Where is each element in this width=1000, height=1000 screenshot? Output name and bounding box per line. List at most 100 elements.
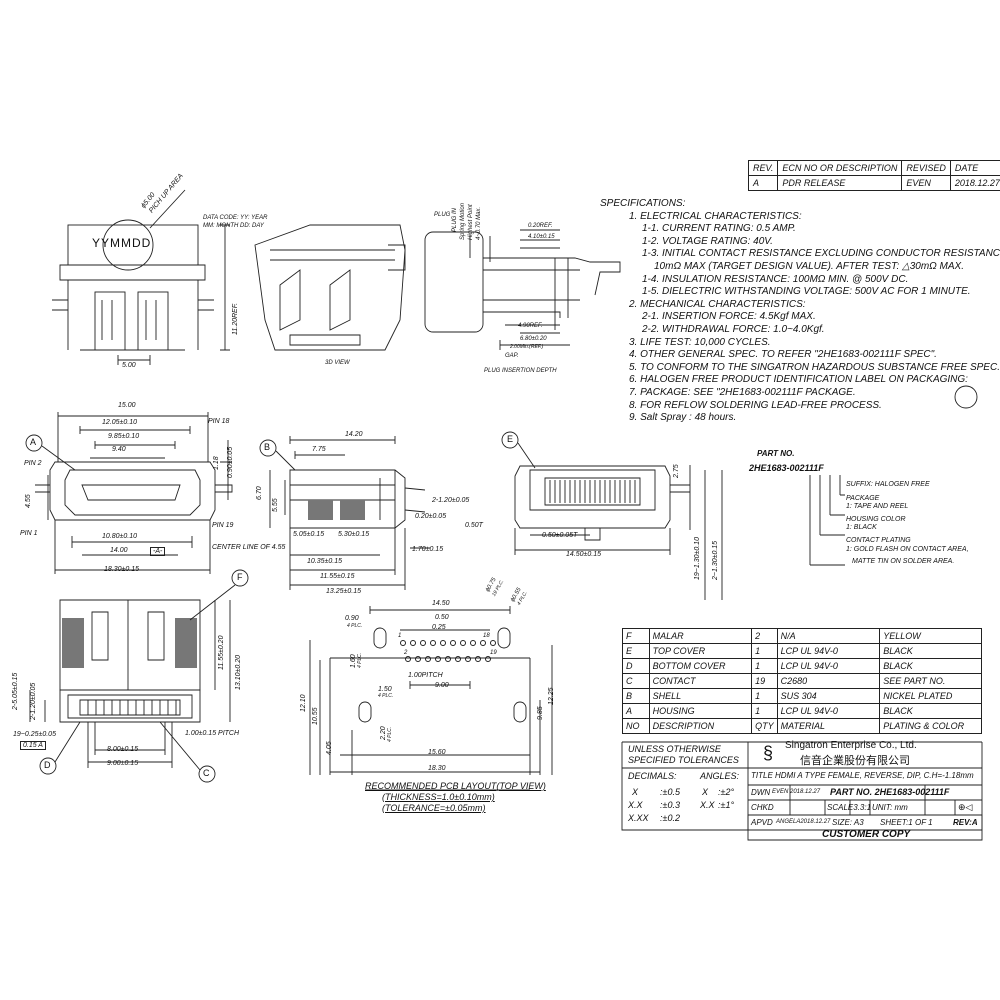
bom-cell: BLACK <box>879 658 982 674</box>
tb-ang-xx-value: :±1° <box>718 800 735 810</box>
pcb-layout-tolerance: (TOLERANCE=±0.05mm) <box>382 803 486 813</box>
bom-cell: BLACK <box>879 643 982 659</box>
pcb-layout-title: RECOMMENDED PCB LAYOUT(TOP VIEW) <box>365 781 546 791</box>
pcb-pad-hole <box>425 656 431 662</box>
label-d2130: 2~1.30±0.15 <box>712 540 719 580</box>
pcb-label-090: 0.90 <box>345 615 359 622</box>
pcb-label-pin-2: 2 <box>404 650 408 656</box>
label-data-code-2: MM: MONTH DD: DAY <box>203 223 264 229</box>
tb-title: TITLE HDMI A TYPE FEMALE, REVERSE, DIP, … <box>751 771 974 780</box>
spec-line: 1-4. INSULATION RESISTANCE: 100MΩ MIN. @… <box>642 273 909 285</box>
tb-angles: ANGLES: <box>700 771 740 781</box>
tb-tol-x-value: :±0.5 <box>660 787 680 797</box>
spec-line: 4. OTHER GENERAL SPEC. TO REFER "2HE1683… <box>629 349 937 361</box>
pcb-label-160: 1.60 <box>350 654 357 668</box>
label-d530: 5.30±0.15 <box>338 531 370 538</box>
callout-package: PACKAGE <box>846 495 880 502</box>
bom-cell: LCP UL 94V-0 <box>776 658 881 674</box>
pcb-label-pin-1: 1 <box>398 633 402 639</box>
label-3d-view: 3D VIEW <box>325 360 350 366</box>
pcb-label-1055: 10.55 <box>312 707 319 725</box>
pcb-pad-hole <box>460 640 466 646</box>
spec-line: 1. ELECTRICAL CHARACTERISTICS: <box>629 210 802 222</box>
label-d19025: 19~0.25±0.05 <box>13 731 56 738</box>
bom-cell: E <box>622 643 650 659</box>
label-d490: 4.90REF. <box>518 323 543 329</box>
rev-header-revised: REVISED <box>901 160 951 176</box>
label-d775: 7.75 <box>312 446 326 453</box>
label-yymmdd: YYMMDD <box>92 236 152 250</box>
pcb-label-220: 2.20 <box>380 726 387 740</box>
tb-unit: UNIT: mm <box>872 803 908 812</box>
pcb-pad-hole <box>475 656 481 662</box>
label-pin19: PIN 19 <box>212 522 234 529</box>
pcb-pad-hole <box>430 640 436 646</box>
label-d2505: 2-5.05±0.15 <box>12 672 19 710</box>
label-d985: 9.85±0.10 <box>108 433 140 440</box>
spec-lines: 1. ELECTRICAL CHARACTERISTICS:1-1. CURRE… <box>600 211 1000 425</box>
pcb-pad-hole <box>400 640 406 646</box>
label-d555: 5.55 <box>272 498 279 512</box>
label-d1080: 10.80±0.10 <box>102 533 137 540</box>
pcb-pad-hole <box>435 656 441 662</box>
projection-symbol-icon: ⊕◁ <box>958 802 973 812</box>
bom-cell: 1 <box>751 703 778 719</box>
label-data-code: DATA CODE: YY: YEAR <box>203 215 268 221</box>
pcb-label-900: 9.00 <box>435 682 449 689</box>
bom-cell: B <box>622 688 650 704</box>
bom-cell: TOP COVER <box>648 643 753 659</box>
pcb-pad-hole <box>465 656 471 662</box>
bom-cell: YELLOW <box>879 628 982 644</box>
label-d100p: 1.00±0.15 PITCH <box>185 730 240 737</box>
spec-line: 2-2. WITHDRAWAL FORCE: 1.0~4.0Kgf. <box>642 323 825 335</box>
label-datum-a: -A- <box>150 547 166 556</box>
label-plug-in-1: PLUG IN <box>452 207 458 232</box>
label-d1205: 12.05±0.10 <box>102 419 137 426</box>
pcb-pad-hole <box>455 656 461 662</box>
label-pin18: PIN 18 <box>208 418 230 425</box>
label-d680: 6.80±0.20 <box>520 336 547 342</box>
balloon-c: C <box>203 768 210 778</box>
label-plug-in-4: 4~0.70 Max. <box>476 206 482 240</box>
spec-title: SPECIFICATIONS: <box>600 198 686 209</box>
plug-insertion-view <box>424 229 621 350</box>
pcb-label-405: 4.05 <box>326 741 333 755</box>
bom-cell: N/A <box>776 628 881 644</box>
tb-part-no: PART NO. 2HE1683-002111F <box>830 787 950 797</box>
pcb-label-025: 0.25 <box>432 624 446 631</box>
label-pin1: PIN 1 <box>20 530 38 537</box>
pcb-label-985: 9.85 <box>537 706 544 720</box>
part-no-callout-number: 2HE1683-002111F <box>749 463 824 473</box>
pcb-pad-hole <box>440 640 446 646</box>
balloon-a: A <box>30 437 37 447</box>
spec-line: 9. Salt Spray : 48 hours. <box>629 412 737 424</box>
tb-unless-2: SPECIFIED TOLERANCES <box>628 755 739 765</box>
label-d410: 4.10±0.15 <box>528 234 555 240</box>
label-gap: GAP. <box>505 353 519 359</box>
rev-cell-revised: EVEN <box>901 175 951 191</box>
spec-line: 6. HALOGEN FREE PRODUCT IDENTIFICATION L… <box>629 374 968 386</box>
bom-cell: C <box>622 673 650 689</box>
halogen-free-logo <box>954 385 978 409</box>
label-d900: 9.00±0.15 <box>107 760 139 767</box>
bom-cell: C2680 <box>776 673 881 689</box>
label-d020b: 0.20±0.05 <box>415 513 447 520</box>
balloon-b: B <box>264 442 271 452</box>
label-d005: 0.90±0.05 <box>227 446 234 478</box>
tb-apvd-value: ANGELA2018.12.27 <box>776 819 831 825</box>
label-d275: 2.75 <box>673 464 680 478</box>
bom-cell: NICKEL PLATED <box>879 688 982 704</box>
bom-cell: MATERIAL <box>776 718 881 734</box>
bom-cell: F <box>622 628 650 644</box>
pcb-pad-hole <box>445 656 451 662</box>
balloons <box>25 431 536 783</box>
tb-dwn: DWN <box>751 788 771 797</box>
pcb-label-1210: 12.10 <box>300 694 307 712</box>
label-plug: PLUG <box>434 212 451 218</box>
spec-line: 10mΩ MAX (TARGET DESIGN VALUE). AFTER TE… <box>654 260 964 272</box>
